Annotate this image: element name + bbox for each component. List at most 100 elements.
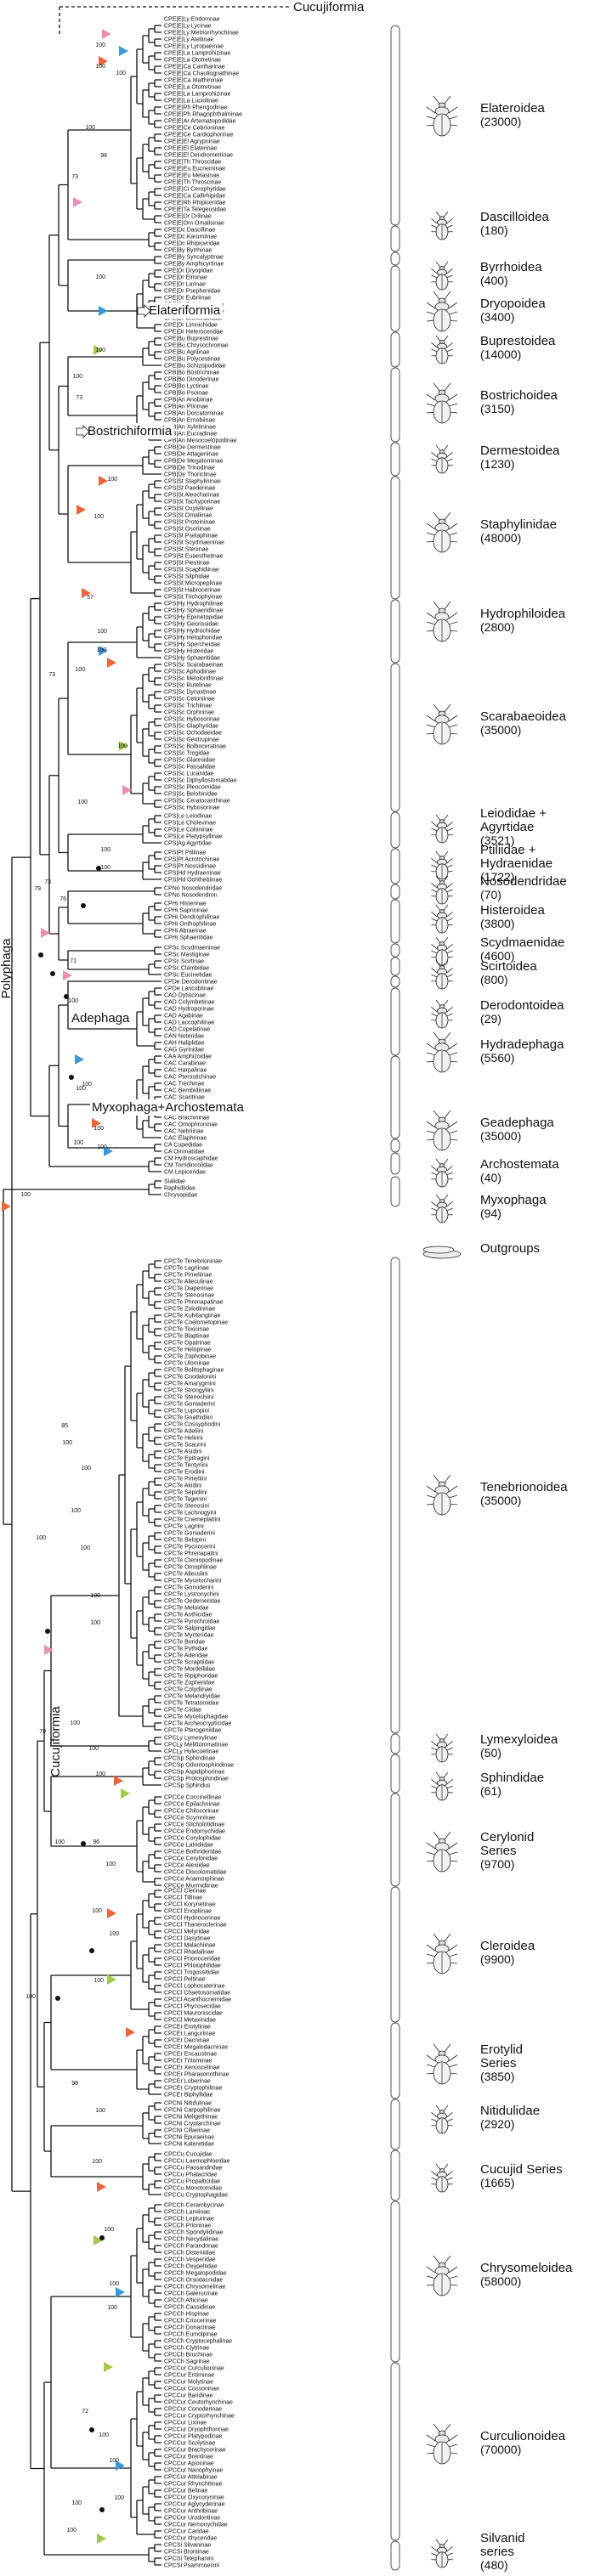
taxon-label: CPCTe Toxicinae: [164, 1327, 209, 1333]
branch: [148, 1974, 155, 1990]
branch: [154, 2462, 162, 2471]
branch: [148, 1086, 155, 1101]
taxon-label: CPB|An Eucradinae: [164, 432, 217, 438]
taxon-label: CPCTe Lagriini: [164, 1524, 204, 1530]
taxon-label: CPCTe Omophlinae: [164, 1565, 217, 1571]
group-bracket: [390, 1754, 400, 1794]
node-dot: [81, 1841, 86, 1846]
taxon-label: CPE|E|Ly Lyropaeinae: [164, 44, 224, 50]
taxon-label: CPCTe Coelometopinae: [164, 1320, 228, 1326]
support-value: 71: [70, 958, 76, 964]
taxon-label: CPS|St Osoriinae: [164, 527, 211, 533]
group-count: (70): [480, 888, 502, 901]
group-bracket: [390, 2022, 400, 2099]
taxon-label: CPE|E|Ly Ateliinae: [164, 37, 213, 43]
support-value: 57: [87, 595, 94, 601]
support-value: 98: [100, 153, 107, 159]
branch: [148, 2547, 155, 2562]
branch: [154, 1971, 162, 1980]
branch: [154, 1668, 162, 1676]
taxon-label: CPCCu Phalacridae: [164, 2172, 218, 2178]
taxon-label: CAD Agabinae: [164, 1014, 203, 1020]
taxon-label: CPCCh Bruchinae: [164, 2353, 212, 2359]
branch: [48, 775, 59, 935]
taxon-label: CPB|De Megatominae: [164, 459, 224, 465]
taxon-label: CPE|E|Ly Lycinae: [164, 24, 212, 30]
branch: [154, 2367, 162, 2375]
taxon-label: CPS|Pt Acrotrichinae: [164, 857, 219, 863]
branch: [148, 2029, 155, 2044]
taxon-label: CPCTe Meloidae: [164, 1606, 209, 1612]
taxon-label: CPB|An Ptininae: [164, 404, 208, 410]
taxon-label: CPE|E|El Elaterinae: [164, 146, 217, 152]
taxon-label: CPCCh Alticinae: [164, 2298, 208, 2304]
callout-arrow-icon: [137, 304, 151, 318]
branch: [148, 2479, 155, 2494]
branch: [154, 52, 162, 60]
taxon-label: CPCCl Peltinae: [164, 1977, 206, 1983]
branch: [154, 1998, 162, 2007]
branch: [130, 76, 137, 184]
branch: [154, 1681, 162, 1690]
branch: [154, 161, 162, 169]
group-bracket: [390, 2540, 400, 2571]
taxon-label: CPE|Bu Buprestinae: [164, 336, 218, 342]
branch: [154, 1771, 162, 1779]
branch: [142, 1433, 149, 1462]
branch: [154, 2557, 162, 2566]
branch: [154, 1042, 162, 1050]
taxon-label: CPCNi Kateretidae: [164, 2142, 214, 2148]
support-value: 100: [92, 1908, 102, 1914]
branch: [154, 1055, 162, 1064]
branch: [154, 2530, 162, 2539]
branch: [58, 1004, 68, 1127]
taxon-label: CPCTe Salpingidae: [164, 1626, 216, 1632]
group-name: Leiodidae +Agyrtidae: [480, 806, 547, 834]
taxon-label: CPE|E|Ca Cantharinae: [164, 65, 225, 71]
branch: [154, 79, 162, 88]
beetle-icon: [431, 2539, 453, 2568]
support-value: 100: [76, 1086, 86, 1092]
taxon-label: CPE|E|Ci Cerophytidae: [164, 187, 226, 193]
support-value: 98: [71, 2081, 78, 2087]
taxon-label: CPE|E|Ly Metriorrhynchinae: [164, 31, 239, 37]
node-marker-flag: [104, 1146, 113, 1156]
taxon-label: CPCCu Laemophloeidae: [164, 2159, 230, 2165]
branch: [148, 191, 155, 206]
group-bracket: [390, 2099, 400, 2150]
group-count: (180): [480, 223, 508, 237]
branch: [148, 2105, 155, 2121]
taxon-label: CPE|E|Eu Melasinae: [164, 173, 219, 179]
taxon-label: CPE|E|La Lamprohizinae: [164, 51, 230, 57]
clade-label-bg: [70, 1010, 133, 1026]
branch: [154, 865, 162, 873]
taxon-label: CPCEr Tritominae: [164, 2059, 212, 2065]
taxon-label: CPS|Sc Ochodaeidae: [164, 731, 222, 737]
taxon-label: CPS|St Euaesthetinae: [164, 554, 224, 560]
beetle-icon: [426, 2423, 458, 2465]
branch: [154, 2326, 162, 2335]
taxon-label: CPS|Hy Epimetopidae: [164, 615, 224, 621]
taxon-label: CPCCh Lamiinae: [164, 2210, 210, 2216]
taxon-label: CPCTe Cnemeplatiini: [164, 1517, 221, 1523]
group-bracket: [390, 1793, 400, 1887]
branch: [142, 2163, 149, 2190]
taxon-label: CPS|Sc Belohinidae: [164, 792, 218, 798]
taxon-label: CPCCe Murmidiinae: [164, 1884, 218, 1890]
branch: [142, 1120, 162, 1138]
beetle-icon: [426, 703, 458, 745]
taxon-label: CPS|St Piestinae: [164, 561, 210, 567]
branch: [136, 48, 143, 105]
branch: [142, 381, 149, 410]
taxon-label: CPCCe Alexiidae: [164, 1863, 210, 1869]
node-marker-flag: [97, 2182, 106, 2192]
taxon-label: CPS|Le Coloninae: [164, 828, 213, 833]
taxon-label: CPCTe Pycnocerini: [164, 1545, 216, 1551]
outgroup-branch: [3, 1189, 149, 1525]
group-bracket: [390, 2200, 400, 2363]
taxon-label: CPS|Sc Dynastinae: [164, 690, 216, 696]
taxon-label: CAC Brachininae: [164, 1116, 210, 1121]
taxon-label: CPCCur Rhynchitinae: [164, 2482, 223, 2488]
taxon-label: CPCCe Coccinellinae: [164, 1795, 221, 1801]
